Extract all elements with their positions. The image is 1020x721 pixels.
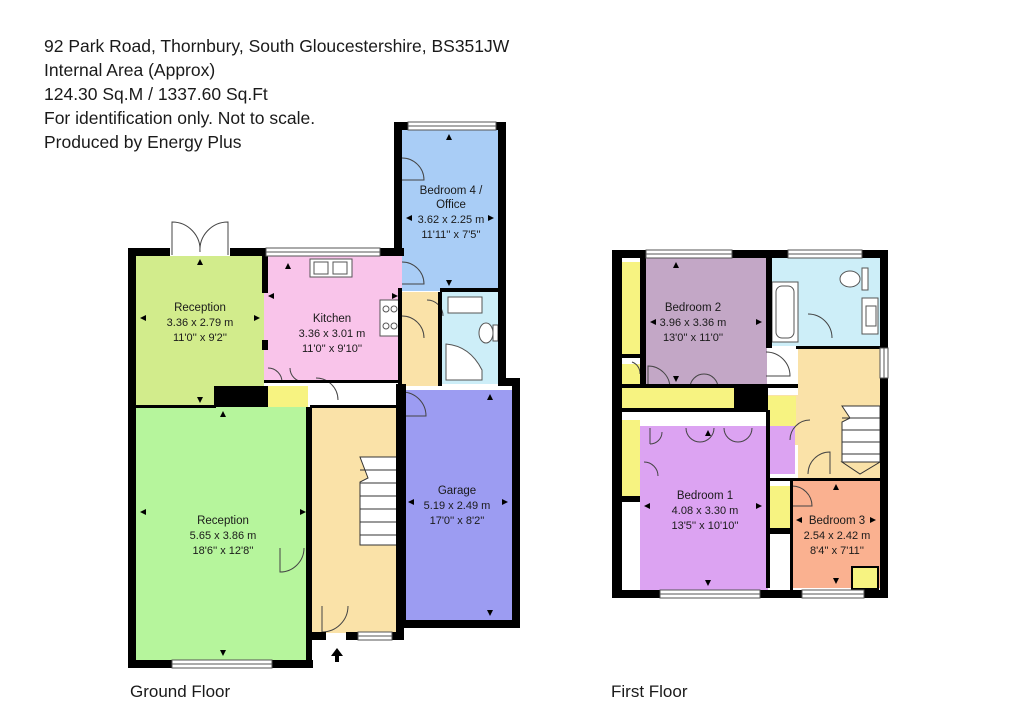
bedroom3-imperial: 8'4'' x 7'11'' xyxy=(810,545,864,557)
first-windows xyxy=(645,249,889,599)
area-label: Internal Area (Approx) xyxy=(44,60,216,80)
ground-windows xyxy=(171,121,497,669)
bedroom1-name: Bedroom 1 xyxy=(677,490,733,502)
first-dimension-markers xyxy=(644,262,876,586)
reception-large-imperial: 18'6'' x 12'8'' xyxy=(193,545,254,557)
cupboard-ff-3 xyxy=(622,388,734,408)
bedroom1-metric: 4.08 x 3.30 m xyxy=(672,505,739,517)
area-value: 124.30 Sq.M / 1337.60 Sq.Ft xyxy=(44,84,268,104)
garage-name: Garage xyxy=(438,485,476,497)
garage-metric: 5.19 x 2.49 m xyxy=(424,500,491,512)
cupboard-ff-4 xyxy=(622,420,640,496)
cupboard-ground xyxy=(268,386,308,407)
disclaimer: For identification only. Not to scale. xyxy=(44,108,316,128)
cupboard-ff-6 xyxy=(770,486,790,528)
garage-imperial: 17'0'' x 8'2'' xyxy=(430,515,485,527)
address: 92 Park Road, Thornbury, South Glouceste… xyxy=(44,36,510,56)
bedroom4-name-line2: Office xyxy=(436,199,466,211)
reception-small-room xyxy=(136,255,264,407)
bedroom2-room xyxy=(645,258,767,386)
bedroom2-name: Bedroom 2 xyxy=(665,302,721,314)
bedroom4-metric: 3.62 x 2.25 m xyxy=(418,214,485,226)
reception-small-imperial: 11'0'' x 9'2'' xyxy=(173,332,227,344)
bedroom4-room xyxy=(402,130,498,291)
cupboard-ff-2 xyxy=(622,364,640,384)
ground-doors xyxy=(267,157,444,633)
kitchen-lower xyxy=(264,348,316,382)
producer: Produced by Energy Plus xyxy=(44,132,242,152)
ground-floor-plan: Reception 3.36 x 2.79 m 11'0'' x 9'2'' R… xyxy=(128,121,520,669)
entrance-arrow-icon xyxy=(331,648,343,662)
ground-dimension-markers xyxy=(140,134,508,656)
bedroom2-imperial: 13'0'' x 11'0'' xyxy=(663,332,723,344)
first-stairs xyxy=(840,405,882,475)
kitchen-fittings xyxy=(309,258,401,383)
cupboard-ff-1 xyxy=(622,262,640,354)
bedroom3-name: Bedroom 3 xyxy=(809,515,865,527)
plan-header: 92 Park Road, Thornbury, South Glouceste… xyxy=(44,34,509,154)
bedroom1-imperial: 13'5'' x 10'10'' xyxy=(671,520,738,532)
cupboard-ff-7 xyxy=(851,566,879,590)
reception-large-metric: 5.65 x 3.86 m xyxy=(190,530,257,542)
garage-room xyxy=(404,390,512,622)
first-floor-label: First Floor xyxy=(611,682,688,701)
french-doors xyxy=(170,220,230,256)
first-walls xyxy=(612,250,888,598)
bedroom3-metric: 2.54 x 2.42 m xyxy=(804,530,871,542)
ground-stairs xyxy=(359,456,399,546)
first-doors xyxy=(631,313,833,507)
kitchen-name: Kitchen xyxy=(313,313,351,325)
bathroom-fittings xyxy=(445,296,499,381)
first-bath-fittings xyxy=(771,267,879,343)
kitchen-imperial: 11'0'' x 9'10'' xyxy=(302,343,362,355)
ground-floor-label: Ground Floor xyxy=(130,682,231,701)
bedroom4-name-line1: Bedroom 4 / xyxy=(420,185,483,197)
reception-small-name: Reception xyxy=(174,302,226,314)
first-floor-plan: Bedroom 2 3.96 x 3.36 m 13'0'' x 11'0'' … xyxy=(612,249,889,599)
kitchen-metric: 3.36 x 3.01 m xyxy=(299,328,366,340)
cupboard-ff-5 xyxy=(768,396,796,426)
hall-upper xyxy=(398,292,438,386)
reception-small-metric: 3.36 x 2.79 m xyxy=(167,317,234,329)
reception-large-room xyxy=(136,407,310,661)
bedroom4-imperial: 11'11'' x 7'5'' xyxy=(421,229,480,241)
bedroom2-metric: 3.96 x 3.36 m xyxy=(660,317,727,329)
reception-large-name: Reception xyxy=(197,515,249,527)
bedroom1-upper xyxy=(640,426,795,474)
